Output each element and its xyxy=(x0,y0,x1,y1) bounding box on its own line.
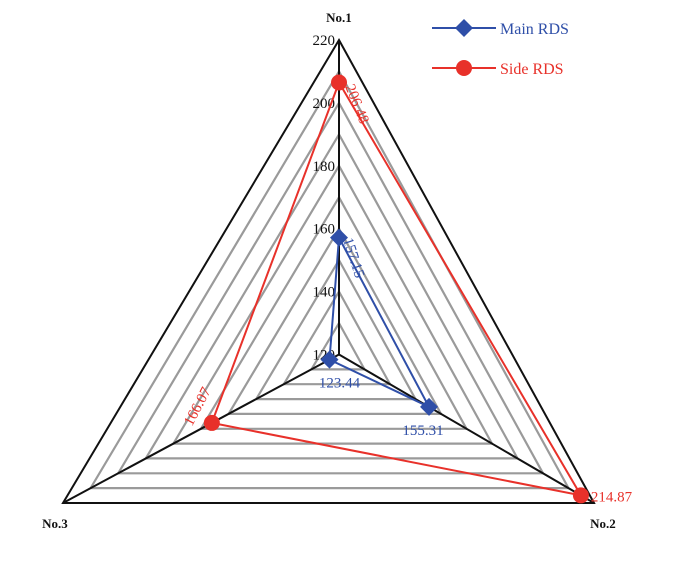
outer-ring xyxy=(61,37,596,504)
grid-ring xyxy=(309,320,367,371)
data-label: 214.87 xyxy=(591,489,633,505)
series-layer xyxy=(203,74,589,504)
category-label: No.2 xyxy=(590,516,616,531)
legend-marker xyxy=(456,60,472,76)
data-point xyxy=(330,228,348,247)
grid-ring xyxy=(226,226,443,415)
grid-ring xyxy=(116,100,545,475)
legend-label: Side RDS xyxy=(500,61,564,78)
grid-ring xyxy=(199,195,469,430)
data-point xyxy=(331,74,347,91)
data-label: 155.31 xyxy=(402,423,443,439)
data-label: 123.44 xyxy=(319,376,361,392)
axis-tick-label: 180 xyxy=(313,159,336,175)
grid-ring xyxy=(281,289,392,386)
category-label: No.3 xyxy=(42,516,68,531)
grid-ring xyxy=(143,132,520,460)
data-point xyxy=(420,397,439,416)
axis-tick-label: 160 xyxy=(313,222,336,238)
axis-spoke xyxy=(62,353,340,504)
legend-label: Main RDS xyxy=(500,21,569,38)
axis-tick-label: 140 xyxy=(313,285,336,301)
series-line xyxy=(328,234,432,410)
grid-layer xyxy=(61,37,596,504)
data-label: 206.48 xyxy=(341,82,371,126)
axis-spoke xyxy=(338,353,595,504)
grid-ring xyxy=(254,257,418,401)
data-point xyxy=(203,414,220,431)
legend: Main RDS Side RDS xyxy=(432,19,569,78)
grid-ring xyxy=(88,69,571,490)
legend-marker xyxy=(455,19,473,37)
axis-tick-label: 220 xyxy=(313,33,336,49)
data-point xyxy=(572,487,589,504)
category-label: No.1 xyxy=(326,10,352,25)
data-point xyxy=(320,350,339,369)
series-line xyxy=(210,80,583,497)
